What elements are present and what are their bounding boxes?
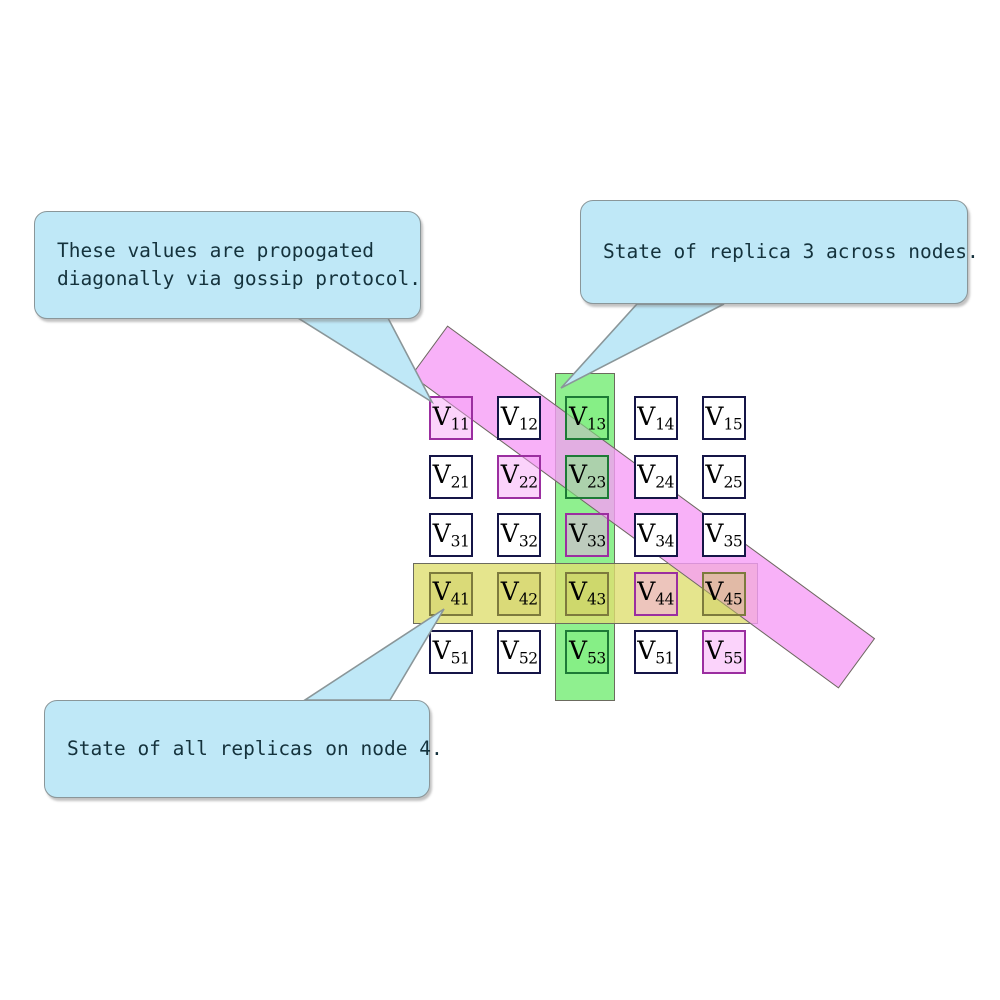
grid-cell-label: V51 [432, 635, 470, 667]
grid-cell-label: V35 [705, 518, 743, 550]
grid-cell-v11: V11 [429, 396, 473, 440]
grid-cell-v35: V35 [701, 513, 746, 557]
grid-cell-label: V14 [637, 401, 674, 433]
gossip-callout-tail [295, 317, 435, 405]
grid-cell-label: V32 [500, 518, 538, 550]
grid-cell-label: V51 [637, 635, 674, 667]
grid-cell-v21: V21 [429, 454, 473, 499]
grid-cell-v23: V23 [565, 454, 610, 499]
callout-gossip-text: These values are propogated diagonally v… [57, 239, 421, 290]
grid-cell-v13: V13 [565, 396, 610, 440]
grid-cell-label: V53 [568, 635, 606, 667]
grid-cell-v42: V42 [497, 571, 542, 616]
grid-cell-label: V41 [432, 577, 470, 609]
grid-cell-label: V44 [637, 577, 674, 609]
grid-cell-label: V55 [705, 635, 743, 667]
grid-cell-v22: V22 [497, 454, 542, 499]
grid-cell-v52: V52 [497, 630, 542, 674]
grid-cell-v34: V34 [633, 513, 678, 557]
grid-cell-label: V52 [500, 635, 538, 667]
grid-cell-label: V33 [568, 518, 606, 550]
grid-cell-v51: V51 [429, 630, 473, 674]
grid-cell-v32: V32 [497, 513, 542, 557]
callout-node-4-text: State of all replicas on node 4. [67, 737, 443, 761]
grid-cell-label: V31 [432, 518, 470, 550]
callout-replica-3-text: State of replica 3 across nodes. [603, 240, 979, 264]
grid-cell-label: V45 [705, 577, 743, 609]
grid-cell-label: V42 [500, 577, 538, 609]
grid-cell-label: V12 [500, 401, 538, 433]
grid-cell-v41: V41 [429, 571, 473, 616]
callout-gossip-protocol: These values are propogated diagonally v… [34, 211, 421, 319]
grid-cell-v31: V31 [429, 513, 473, 557]
grid-cell-v55: V55 [701, 630, 746, 674]
grid-cell-v44: V44 [633, 571, 678, 616]
grid-cell-label: V21 [432, 460, 470, 492]
grid-cell-label: V23 [568, 460, 606, 492]
grid-cell-v12: V12 [497, 396, 542, 440]
grid-cell-label: V43 [568, 577, 606, 609]
grid-cell-label: V24 [637, 460, 674, 492]
grid-cell-v51: V51 [633, 630, 678, 674]
grid-cell-label: V34 [637, 518, 674, 550]
grid-cell-v33: V33 [565, 513, 610, 557]
grid-cell-v24: V24 [633, 454, 678, 499]
grid-cell-label: V15 [705, 401, 743, 433]
grid-cell-v14: V14 [633, 396, 678, 440]
grid-cell-v15: V15 [701, 396, 746, 440]
grid-cell-v45: V45 [701, 571, 746, 616]
grid-cell-label: V22 [500, 460, 538, 492]
grid-cell-v43: V43 [565, 571, 610, 616]
grid-cell-label: V25 [705, 460, 743, 492]
grid-cell-label: V11 [432, 401, 470, 433]
grid-cell-label: V13 [568, 401, 606, 433]
grid-cell-v53: V53 [565, 630, 610, 674]
callout-node-4: State of all replicas on node 4. [44, 700, 443, 798]
grid-cell-v25: V25 [701, 454, 746, 499]
callout-replica-3: State of replica 3 across nodes. [580, 200, 979, 304]
